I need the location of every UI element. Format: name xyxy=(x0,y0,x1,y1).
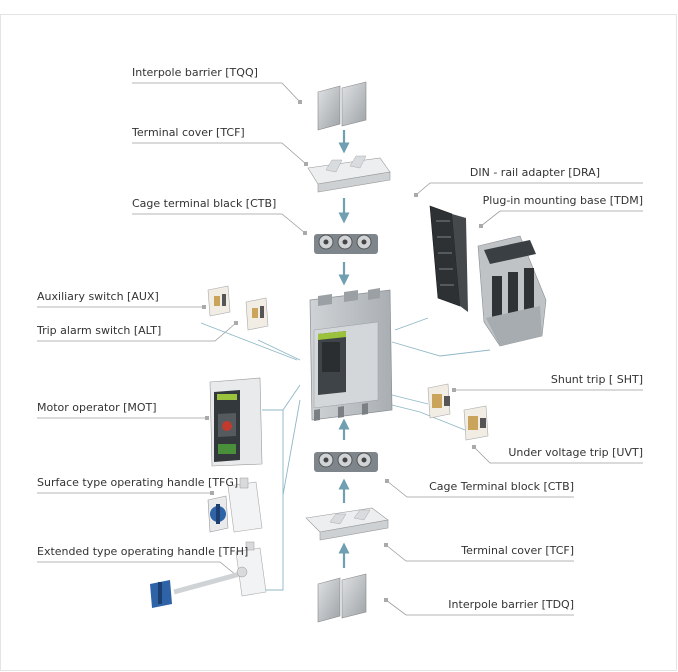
terminal-cover-bottom-part xyxy=(305,507,389,541)
label-extended-handle: Extended type operating handle [TFH] xyxy=(37,545,248,558)
cage-terminal-block-top-part xyxy=(314,234,378,254)
diagram-frame xyxy=(0,14,677,671)
under-voltage-trip-part xyxy=(463,405,489,441)
label-shunt-trip: Shunt trip [ SHT] xyxy=(551,373,643,386)
label-under-voltage-trip: Under voltage trip [UVT] xyxy=(508,446,643,459)
surface-operating-handle-part xyxy=(207,477,263,533)
extended-operating-handle-part xyxy=(150,541,267,608)
din-rail-adapter-part xyxy=(429,205,468,312)
auxiliary-switch-part xyxy=(207,285,231,317)
leader-lines xyxy=(37,82,643,616)
circuit-breaker-main-body xyxy=(309,288,393,421)
label-trip-alarm-switch: Trip alarm switch [ALT] xyxy=(36,324,161,337)
trip-alarm-switch-part xyxy=(245,297,269,331)
cage-terminal-block-bottom-part xyxy=(314,452,378,472)
assembly-guides xyxy=(200,317,491,591)
label-cage-terminal-top: Cage terminal black [CTB] xyxy=(132,197,276,210)
terminal-cover-top-part xyxy=(307,155,391,193)
interpole-barrier-bottom-part xyxy=(317,573,367,623)
label-terminal-cover-bottom: Terminal cover [TCF] xyxy=(460,544,574,557)
label-din-rail-adapter: DIN - rail adapter [DRA] xyxy=(470,166,600,179)
shunt-trip-part xyxy=(427,383,451,419)
label-plug-in-base: Plug-in mounting base [TDM] xyxy=(483,194,643,207)
label-motor-operator: Motor operator [MOT] xyxy=(37,401,157,414)
label-surface-handle: Surface type operating handle [TFG] xyxy=(37,476,238,489)
label-interpole-barrier-tqq: Interpole barrier [TQQ] xyxy=(132,66,258,79)
label-terminal-cover-top: Terminal cover [TCF] xyxy=(131,126,245,139)
label-cage-terminal-bottom: Cage Terminal block [CTB] xyxy=(429,480,574,493)
motor-operator-part xyxy=(209,377,263,467)
interpole-barrier-top-part xyxy=(317,81,367,131)
plug-in-mounting-base-part xyxy=(477,235,547,347)
label-auxiliary-switch: Auxiliary switch [AUX] xyxy=(37,290,159,303)
label-interpole-barrier-tdq: Interpole barrier [TDQ] xyxy=(448,598,574,611)
